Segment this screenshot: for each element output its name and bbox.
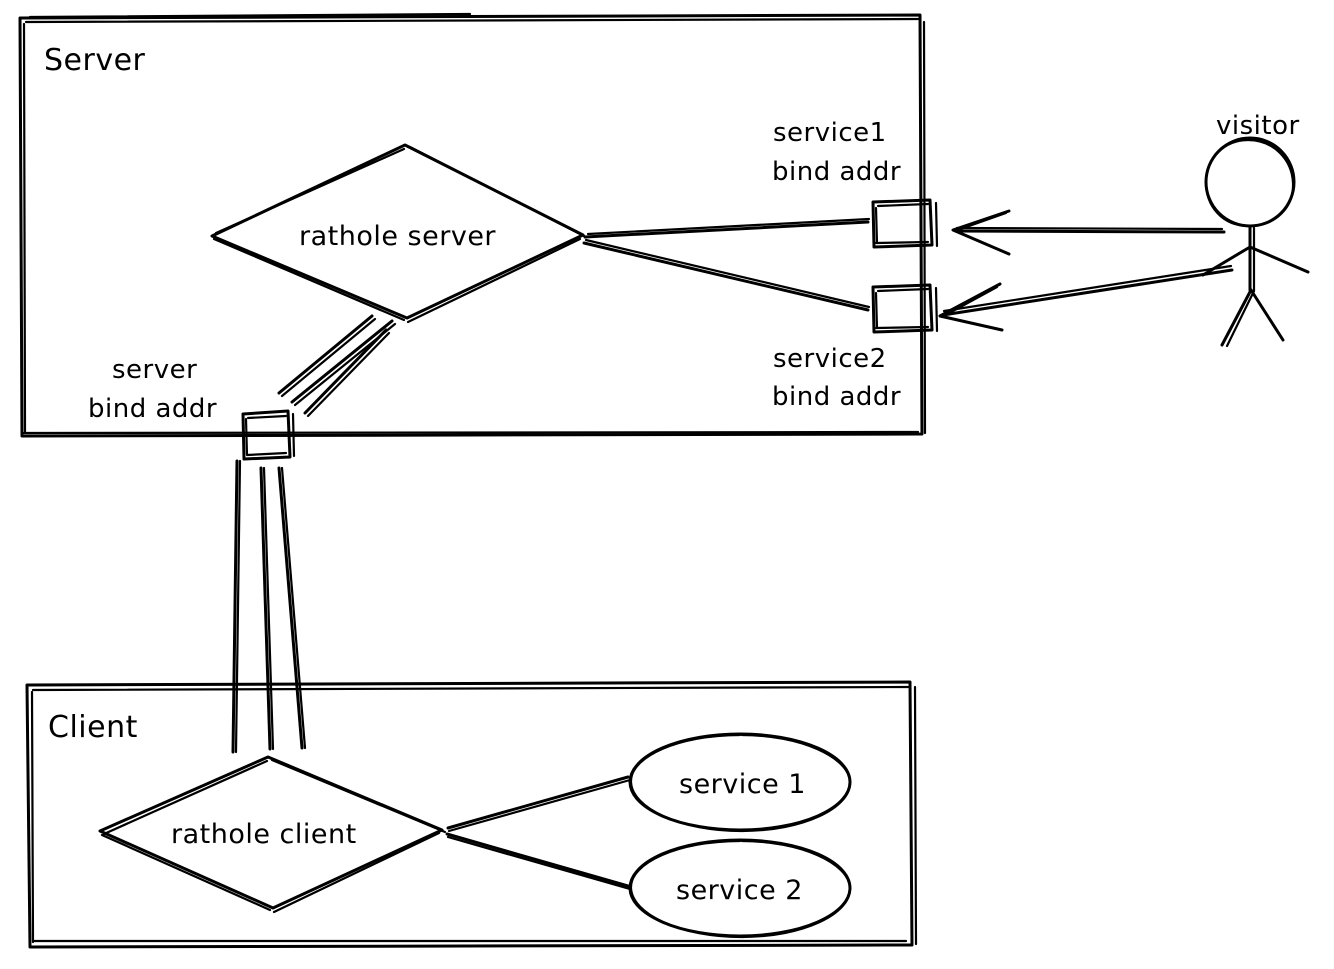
- edge-visitor-to-service2: [938, 264, 1234, 332]
- server-bind-addr-label-line1: server: [112, 355, 197, 385]
- service-1-node[interactable]: [628, 732, 852, 833]
- service2-bind-addr-box[interactable]: [871, 283, 939, 334]
- rathole-client-node[interactable]: [98, 755, 447, 914]
- edge-rathole-client-to-service-1: [446, 775, 632, 833]
- visitor-label: visitor: [1216, 111, 1300, 141]
- service2-bind-addr-label-line2: bind addr: [772, 382, 901, 412]
- edge-visitor-to-service1: [951, 209, 1226, 256]
- edge-rathole-server-to-service1: [583, 217, 871, 239]
- visitor-actor[interactable]: [1201, 136, 1310, 348]
- edge-rathole-client-to-service-2: [445, 832, 632, 891]
- server-bind-addr-label-line2: bind addr: [88, 394, 217, 424]
- edge-rathole-server-to-server-bind-addr: [277, 314, 397, 418]
- service1-bind-addr-label-line2: bind addr: [772, 157, 901, 187]
- service-2-label: service 2: [676, 875, 803, 906]
- service-1-label: service 1: [679, 769, 806, 800]
- service1-bind-addr-box[interactable]: [871, 198, 939, 249]
- rathole-server-label: rathole server: [299, 221, 496, 252]
- service1-bind-addr-label-line1: service1: [773, 118, 887, 148]
- client-container: [25, 680, 918, 949]
- rathole-client-label: rathole client: [171, 819, 357, 850]
- service-2-node[interactable]: [628, 838, 852, 939]
- server-bind-addr-box[interactable]: [241, 409, 296, 461]
- service2-bind-addr-label-line1: service2: [773, 344, 887, 374]
- server-container-label: Server: [44, 43, 146, 78]
- server-container: [18, 12, 927, 438]
- rathole-server-node[interactable]: [210, 143, 588, 324]
- client-container-label: Client: [48, 710, 138, 745]
- edge-rathole-server-to-service2: [582, 238, 871, 312]
- edge-server-bind-addr-to-rathole-client: [231, 459, 307, 754]
